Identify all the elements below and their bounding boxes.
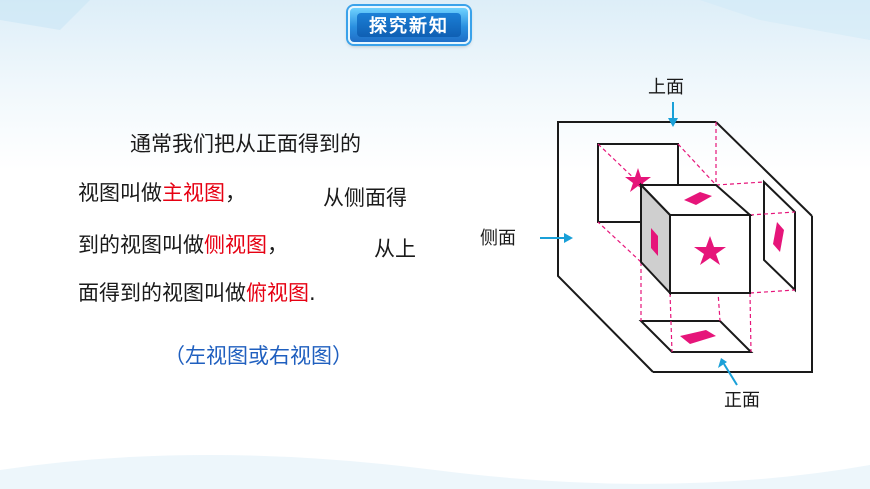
cube-top-shape xyxy=(684,192,712,205)
label-side: 侧面 xyxy=(480,228,516,249)
view-arrows xyxy=(540,102,738,386)
cube xyxy=(638,182,753,296)
dash-line xyxy=(749,289,796,294)
dash-line xyxy=(597,143,642,186)
dash-line xyxy=(715,181,765,186)
bottom-projection xyxy=(638,320,754,353)
text-line-3: 到的视图叫做侧视图， xyxy=(78,229,288,259)
arrow-front-head xyxy=(718,358,727,368)
arrow-front-line xyxy=(723,363,738,386)
text-line-1: 通常我们把从正面得到的 xyxy=(130,132,361,156)
text-line-4-prefix: 面得到的视图叫做 xyxy=(78,281,246,305)
text-line-2-prefix: 视图叫做 xyxy=(78,181,162,205)
section-badge-title: 探究新知 xyxy=(357,13,461,37)
dash-line xyxy=(669,292,673,353)
text-line-4: 面得到的视图叫做俯视图. xyxy=(78,277,316,307)
label-front: 正面 xyxy=(724,390,760,411)
text-line-4-suffix: . xyxy=(309,281,316,305)
three-view-diagram: 上面 侧面 正面 xyxy=(480,77,813,411)
text-line-3-prefix: 到的视图叫做 xyxy=(78,233,204,257)
projection-box xyxy=(557,121,813,373)
cube-side-shape xyxy=(651,228,658,256)
cube-front-star xyxy=(694,236,726,265)
front-projection-star xyxy=(625,168,651,192)
side-projection xyxy=(763,179,796,293)
text-line-2-suffix: ， xyxy=(225,181,246,205)
text-line-2: 视图叫做主视图， xyxy=(78,177,246,207)
box-outer-left-top xyxy=(557,121,716,373)
dash-line xyxy=(749,292,752,353)
note-left-right-view: （左视图或右视图） xyxy=(164,344,353,368)
term-top-view: 俯视图 xyxy=(246,281,309,305)
dash-line xyxy=(677,143,717,186)
dash-line xyxy=(749,211,796,216)
dash-line xyxy=(597,221,642,263)
label-top: 上面 xyxy=(648,77,684,98)
text-line-2-right: 从侧面得 xyxy=(323,186,407,210)
arrow-side-head xyxy=(564,233,573,243)
term-front-view: 主视图 xyxy=(162,181,225,205)
section-badge: 探究新知 xyxy=(348,6,470,44)
text-line-3-right: 从上 xyxy=(374,237,416,261)
text-line-3-suffix: ， xyxy=(267,233,288,257)
box-right-outer xyxy=(653,216,813,373)
term-side-view: 侧视图 xyxy=(204,233,267,257)
box-top-right-edge xyxy=(715,121,813,217)
bottom-projection-shape xyxy=(680,330,716,344)
arrow-top-head xyxy=(668,118,678,127)
side-projection-shape xyxy=(773,222,784,252)
